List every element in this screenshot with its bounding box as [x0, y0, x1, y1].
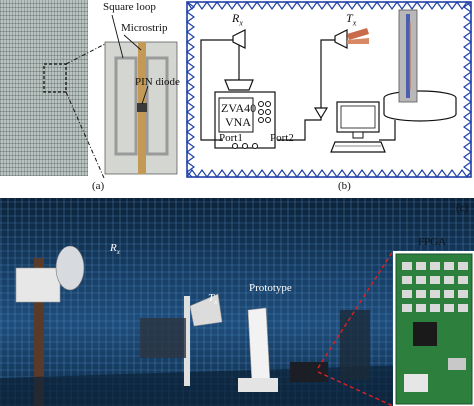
- zoom-line-top: [65, 43, 106, 65]
- fpga-connector: [404, 374, 428, 392]
- prototype-column-icon: [398, 9, 418, 103]
- callout-square-loop: Square loop: [103, 1, 156, 13]
- fpga-zoom-line-top: [317, 250, 394, 369]
- photo-rx-main: R: [110, 242, 117, 254]
- vna-icon: [214, 91, 276, 149]
- absorber-teeth-bottom: [186, 168, 472, 179]
- rack: [340, 310, 370, 380]
- tx-label-main: T: [346, 11, 353, 25]
- prototype-board: [247, 307, 271, 385]
- panel-c-label: (c): [456, 202, 469, 214]
- fpga-port: [448, 358, 466, 370]
- rx-mount: [15, 267, 61, 303]
- rx-label: Rx: [232, 11, 243, 27]
- wooden-pole: [34, 258, 44, 406]
- photo-rx-label: Rx: [110, 242, 120, 256]
- photo-rx-sub: x: [116, 248, 120, 257]
- vna-model: ZVA40: [221, 101, 257, 115]
- panel-a-label: (a): [92, 180, 105, 192]
- prototype-label: Prototype: [249, 282, 292, 294]
- cable-pc: [379, 120, 396, 141]
- port1-label: Port1: [219, 132, 243, 144]
- fpga-headers: [402, 262, 468, 312]
- callout-microstrip: Microstrip: [121, 22, 168, 34]
- zoom-line-bottom: [65, 91, 105, 179]
- panel-a-overlay: [43, 14, 178, 179]
- absorber-teeth-left: [185, 1, 196, 178]
- tx-label: Tx: [346, 11, 356, 27]
- amplifier-icon: [313, 107, 329, 120]
- rx-dish: [55, 245, 85, 291]
- computer-icon: [330, 101, 386, 153]
- absorber-border: [186, 1, 472, 178]
- selection-box: [43, 63, 67, 93]
- rx-label-sub: x: [239, 18, 243, 28]
- panel-b-schematic: [185, 0, 473, 179]
- fpga-label: FPGA: [418, 236, 447, 248]
- absorber-teeth-top: [186, 0, 472, 11]
- prototype-base: [238, 378, 278, 392]
- tx-antenna-icon: [334, 28, 369, 49]
- panel-c-scene: [0, 245, 474, 406]
- tx-label-sub: x: [352, 18, 357, 28]
- turntable-icon: [383, 90, 457, 122]
- tx-stand: [184, 296, 190, 386]
- control-box: [290, 362, 328, 382]
- callout-pin-diode: PIN diode: [135, 76, 180, 88]
- absorber-teeth-right: [462, 1, 473, 178]
- tx-mount: [140, 318, 186, 358]
- cable-port1: [200, 39, 233, 141]
- square-loop-left: [114, 56, 138, 156]
- vna-name: VNA: [225, 115, 251, 129]
- fpga-chip: [413, 322, 437, 346]
- photo-tx-label: Tx: [208, 292, 217, 306]
- panel-b-label: (b): [338, 180, 351, 192]
- photo-tx-sub: x: [214, 298, 218, 307]
- rx-label-main: R: [232, 11, 240, 25]
- photo-tx-main: T: [208, 292, 215, 304]
- rx-antenna-icon: [224, 29, 254, 91]
- cable-port2: [277, 39, 335, 141]
- panel-c-photo: [0, 198, 474, 406]
- tx-horn: [189, 293, 223, 327]
- pin-diode: [137, 103, 147, 112]
- port2-label: Port2: [270, 132, 294, 144]
